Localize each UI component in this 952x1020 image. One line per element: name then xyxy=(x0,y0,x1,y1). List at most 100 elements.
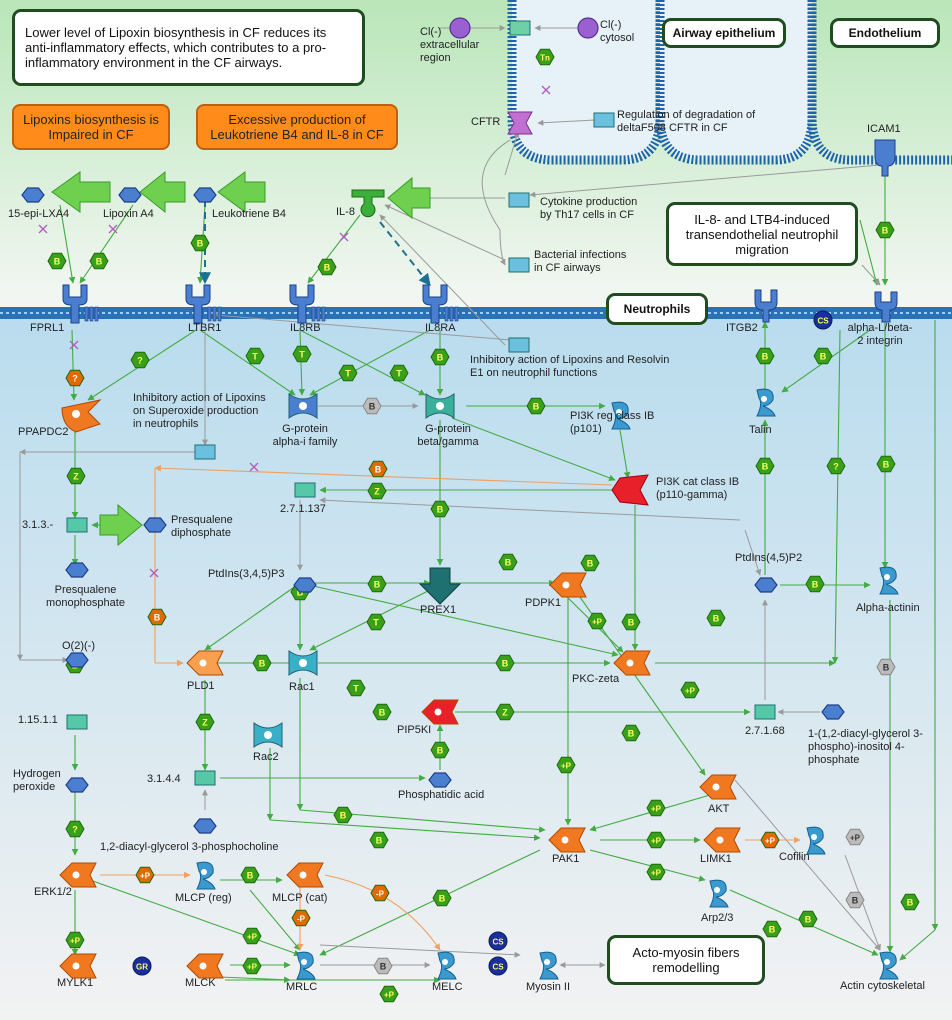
edge-badge: B xyxy=(813,347,833,365)
talin-node[interactable] xyxy=(756,388,776,417)
actin-node[interactable] xyxy=(879,951,899,980)
edge-badge: B xyxy=(876,658,896,676)
diacyl-inositol-node[interactable] xyxy=(821,704,845,720)
phosphatidic-node[interactable] xyxy=(428,772,452,788)
svg-text:Z: Z xyxy=(73,472,79,482)
reg-degradation-node[interactable] xyxy=(593,112,615,128)
itgb2-receptor[interactable] xyxy=(754,289,778,323)
rac2-node[interactable] xyxy=(253,722,283,748)
e3144-node[interactable] xyxy=(194,770,216,786)
svg-text:GR: GR xyxy=(136,963,148,972)
presq-mono-node[interactable] xyxy=(65,562,89,578)
melc-node[interactable] xyxy=(437,951,457,980)
node-glyphs xyxy=(21,17,899,980)
pld1-node[interactable] xyxy=(186,650,224,676)
edge-badge: B xyxy=(147,608,167,626)
e15111-node[interactable] xyxy=(66,714,88,730)
edge-badge: B xyxy=(755,347,775,365)
cl-channel-node[interactable] xyxy=(509,20,531,36)
top-note: Lower level of Lipoxin biosynthesis in C… xyxy=(12,9,365,86)
edge-badge: +P xyxy=(379,985,399,1003)
rac1-node[interactable] xyxy=(288,650,318,676)
ppapdc2-node[interactable] xyxy=(61,399,102,433)
erk12-node[interactable] xyxy=(59,862,97,888)
alpha-l-beta2-receptor[interactable] xyxy=(874,291,898,323)
svg-text:T: T xyxy=(345,369,351,379)
svg-text:B: B xyxy=(324,263,331,273)
pak1-label: PAK1 xyxy=(552,853,580,865)
svg-text:B: B xyxy=(587,559,594,569)
edge-badge: B xyxy=(900,893,920,911)
arp23-node[interactable] xyxy=(709,879,729,908)
svg-text:CS: CS xyxy=(492,963,504,972)
gprot-alpha-i-node[interactable] xyxy=(288,393,318,419)
icam1-receptor[interactable] xyxy=(874,139,896,177)
il8rb-receptor[interactable] xyxy=(289,284,326,324)
cftr-channel[interactable] xyxy=(507,111,533,135)
edge-badge: B xyxy=(495,654,515,672)
mlcp-reg-label: MLCP (reg) xyxy=(175,892,232,904)
hydrogen-peroxide-node[interactable] xyxy=(65,777,89,793)
pi3k-reg-label: PI3K reg class IB (p101) xyxy=(570,410,655,435)
ltb4-node[interactable] xyxy=(193,187,217,203)
mrlc-node[interactable] xyxy=(296,951,316,980)
e27168-node[interactable] xyxy=(754,704,776,720)
inhib-resolvin-node[interactable] xyxy=(508,337,530,353)
il8-node[interactable] xyxy=(351,189,385,218)
bacterial-infections-node[interactable] xyxy=(508,257,530,273)
il8ra-receptor[interactable] xyxy=(422,284,459,324)
pak1-node[interactable] xyxy=(548,827,586,853)
pdpk1-node[interactable] xyxy=(549,572,587,598)
talin-label: Talin xyxy=(749,424,772,436)
edge-badge: -P xyxy=(370,884,390,902)
alpha-actinin-node[interactable] xyxy=(879,566,899,595)
svg-text:+P: +P xyxy=(247,933,258,942)
pkc-zeta-node[interactable] xyxy=(613,650,651,676)
fprl1-receptor[interactable] xyxy=(62,284,99,324)
airway-epithelium-cell xyxy=(507,0,665,165)
myosin2-node[interactable] xyxy=(539,951,559,980)
ltbr1-receptor[interactable] xyxy=(185,284,222,324)
inhib-superoxide-node[interactable] xyxy=(194,444,216,460)
edge-badge: B xyxy=(47,252,67,270)
edge-badge: B xyxy=(621,613,641,631)
diacyl-choline-node[interactable] xyxy=(193,818,217,834)
presq-diphos-node[interactable] xyxy=(143,517,167,533)
ptdins345-node[interactable] xyxy=(293,577,317,593)
akt-node[interactable] xyxy=(699,774,737,800)
svg-text:B: B xyxy=(374,580,381,590)
e3144-label: 3.1.4.4 xyxy=(147,773,181,785)
o2-node[interactable] xyxy=(65,652,89,668)
mlck-node[interactable] xyxy=(186,953,224,979)
edge-badge: B xyxy=(580,554,600,572)
edge-badge: B xyxy=(430,348,450,366)
cytokine-production-node[interactable] xyxy=(508,192,530,208)
svg-text:B: B xyxy=(247,871,254,881)
mlcp-reg-node[interactable] xyxy=(196,861,216,890)
prex1-node[interactable] xyxy=(418,567,462,605)
epi-lxa4-node[interactable] xyxy=(21,187,45,203)
gprot-beta-gamma-node[interactable] xyxy=(425,393,455,419)
svg-text:Z: Z xyxy=(374,487,380,497)
svg-text:CS: CS xyxy=(817,317,829,326)
edge-badge: ? xyxy=(826,457,846,475)
cofilin-node[interactable] xyxy=(806,826,826,855)
e313-node[interactable] xyxy=(66,517,88,533)
mylk1-node[interactable] xyxy=(59,953,97,979)
migration-note: IL-8- and LTB4-induced transendothelial … xyxy=(666,202,858,266)
limk1-node[interactable] xyxy=(703,827,741,853)
ptdins45-node[interactable] xyxy=(754,577,778,593)
pi3k-reg-node[interactable] xyxy=(611,401,631,430)
bacterial-infections-label: Bacterial infections in CF airways xyxy=(534,249,627,274)
pip5ki-node[interactable] xyxy=(421,699,459,725)
svg-text:B: B xyxy=(379,708,386,718)
mlcp-cat-node[interactable] xyxy=(286,862,324,888)
il8ra-label: IL8RA xyxy=(425,322,456,334)
cl-extracellular-node[interactable] xyxy=(449,17,471,39)
e27137-node[interactable] xyxy=(294,482,316,498)
cl-cytosol-node[interactable] xyxy=(577,17,599,39)
edge-badge: +P xyxy=(845,828,865,846)
lipoxin-a4-node[interactable] xyxy=(118,187,142,203)
svg-text:T: T xyxy=(353,684,359,694)
pi3k-cat-node[interactable] xyxy=(611,474,649,506)
